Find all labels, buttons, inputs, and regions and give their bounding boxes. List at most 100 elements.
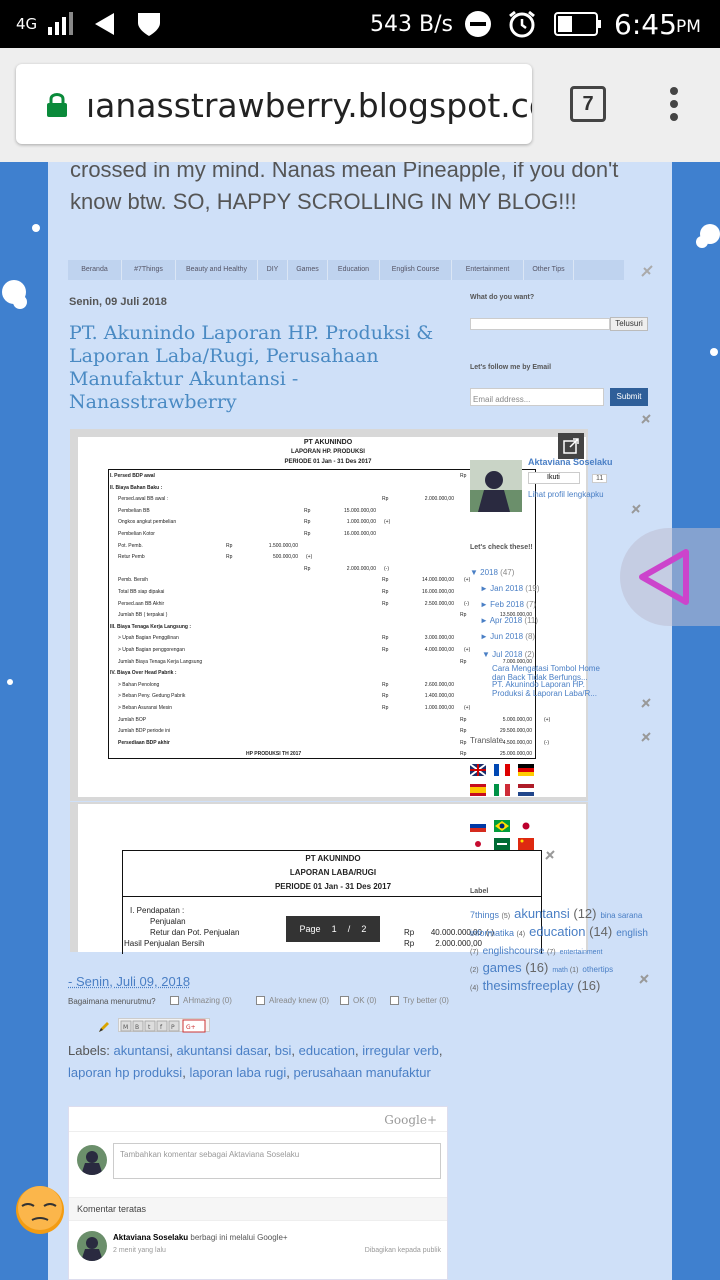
label-cloud-item[interactable]: 7things (5) (470, 910, 511, 920)
commenter-avatar[interactable] (77, 1231, 107, 1261)
tab-english-course[interactable]: English Course (380, 260, 452, 280)
label-cloud-item[interactable]: othertips (4) (470, 965, 614, 992)
search-input[interactable] (470, 318, 610, 330)
open-external-icon[interactable] (558, 433, 584, 459)
tab-entertainment[interactable]: Entertainment (452, 260, 524, 280)
email-submit-button[interactable]: Submit (610, 388, 648, 406)
labels-prefix: Labels: (68, 1043, 110, 1058)
overflow-menu-icon[interactable] (664, 86, 684, 127)
address-bar[interactable]: ıanasstrawberry.blogspot.com (16, 64, 532, 144)
profile-name[interactable]: Aktaviana Soselaku (528, 457, 613, 467)
label-cloud-item[interactable]: english (7) (470, 928, 648, 956)
label-cloud-item[interactable]: englishcourse (7) (482, 946, 556, 957)
label-cloud-item[interactable]: akuntansi (12) (514, 906, 597, 921)
reaction-option[interactable]: OK (0) (340, 996, 377, 1005)
tab-beranda[interactable]: Beranda (68, 260, 122, 280)
language-flags[interactable] (469, 762, 540, 862)
archive-label[interactable]: Feb 2018 (490, 600, 527, 609)
reaction-checkbox[interactable] (170, 996, 179, 1005)
comment-input[interactable]: Tambahkan komentar sebagai Aktaviana Sos… (113, 1143, 441, 1179)
edit-pencil-icon[interactable] (98, 1020, 110, 1038)
post-label-link[interactable]: akuntansi (113, 1043, 170, 1058)
archive-toggle-icon[interactable]: ► (480, 600, 491, 609)
post-timestamp-link[interactable]: - Senin, Juli 09, 2018 (68, 974, 191, 989)
tab-other-tips[interactable]: Other Tips (524, 260, 574, 280)
label-count: (5) (501, 913, 511, 920)
archive-label[interactable]: Apr 2018 (489, 616, 525, 625)
archive-toggle-icon[interactable]: ► (480, 632, 491, 641)
archive-toggle-icon[interactable]: ► (480, 584, 491, 593)
label-cloud-item[interactable]: math (1) (552, 967, 579, 974)
edit-tools-icon[interactable] (640, 412, 652, 430)
archive-label[interactable]: Jan 2018 (490, 584, 526, 593)
archive-item[interactable]: ► Jan 2018 (19) (480, 584, 540, 593)
edit-tools-icon[interactable] (544, 848, 556, 866)
reaction-checkbox[interactable] (256, 996, 265, 1005)
edit-tools-icon[interactable] (630, 502, 642, 520)
archive-item[interactable]: ► Feb 2018 (7) (480, 600, 536, 609)
post-title[interactable]: PT. Akunindo Laporan HP. Produksi & Lapo… (69, 322, 434, 413)
doc1-row-currency: Rp (460, 739, 467, 746)
post-label-link[interactable]: education (298, 1043, 355, 1058)
label-cloud-item[interactable]: education (14) (529, 924, 613, 939)
label-cloud-item[interactable]: entertainment (559, 949, 603, 956)
commenter-name[interactable]: Aktaviana Soselaku (113, 1233, 189, 1242)
doc1-row-label: Jumlah BB ( terpakai ) (118, 612, 168, 619)
tab-7things[interactable]: #7Things (122, 260, 176, 280)
reaction-option[interactable]: Already knew (0) (256, 996, 329, 1005)
doc1-row-currency: Rp (460, 728, 467, 735)
post-label-link[interactable]: bsi (274, 1043, 292, 1058)
reaction-option[interactable]: AHmazing (0) (170, 996, 232, 1005)
tab-beauty[interactable]: Beauty and Healthy (176, 260, 258, 280)
email-input[interactable]: Email address... (470, 388, 604, 406)
archive-toggle-icon[interactable]: ▼ (470, 568, 481, 577)
post-label-link[interactable]: laporan hp produksi (68, 1065, 183, 1080)
blog-nav-tabs: Beranda #7Things Beauty and Healthy DIY … (68, 260, 624, 280)
battery-icon (554, 0, 602, 48)
doc1-row-sign: (+) (544, 716, 551, 723)
archive-toggle-icon[interactable]: ► (480, 616, 490, 625)
post-label-link[interactable]: akuntansi dasar (176, 1043, 268, 1058)
label-cloud-item[interactable]: games (16) (482, 960, 549, 975)
archive-count: (8) (525, 632, 536, 641)
archive-item[interactable]: ► Apr 2018 (11) (480, 616, 538, 625)
archive-post-link[interactable]: Cara Mengatasi Tombol Home dan Back Tida… (492, 664, 600, 682)
reaction-checkbox[interactable] (390, 996, 399, 1005)
label-cloud-item[interactable]: thesimsfreeplay (16) (482, 978, 601, 993)
archive-item[interactable]: ▼ 2018 (47) (470, 568, 514, 577)
archive-toggle-icon[interactable]: ▼ (482, 650, 493, 659)
edit-tools-icon[interactable] (638, 972, 650, 990)
post-label-link[interactable]: perusahaan manufaktur (293, 1065, 431, 1080)
tab-diy[interactable]: DIY (258, 260, 288, 280)
doc1-row-value: 25.000.000,00 (500, 751, 532, 758)
tab-education[interactable]: Education (328, 260, 380, 280)
tab-switcher-button[interactable]: 7 (570, 86, 606, 122)
archive-label[interactable]: Jul 2018 (492, 650, 525, 659)
post-label-link[interactable]: laporan laba rugi (189, 1065, 287, 1080)
profile-avatar[interactable] (470, 460, 522, 512)
doc1-company: PT AKUNINDO (303, 439, 353, 446)
edit-tools-icon[interactable] (640, 696, 652, 714)
doc1-row-currency: Rp (304, 507, 311, 514)
label-cloud-item[interactable]: bina sarana (600, 911, 643, 920)
edit-tools-icon[interactable] (640, 264, 654, 283)
search-button[interactable]: Telusuri (610, 317, 648, 331)
tab-games[interactable]: Games (288, 260, 328, 280)
archive-label[interactable]: 2018 (480, 568, 501, 577)
post-label-link[interactable]: irregular verb (362, 1043, 439, 1058)
follow-button[interactable]: Ikuti (528, 472, 580, 484)
reaction-checkbox[interactable] (340, 996, 349, 1005)
emoji-widget[interactable] (8, 1176, 68, 1238)
profile-link[interactable]: Lihat profil lengkapku (528, 490, 604, 499)
archive-item[interactable]: ► Jun 2018 (8) (480, 632, 535, 641)
archive-item[interactable]: ▼ Jul 2018 (2) (482, 650, 534, 659)
label-cloud-item[interactable]: informatika (4) (470, 928, 526, 938)
doc1-row-value: 1.000.000,00 (346, 519, 376, 526)
edit-tools-icon[interactable] (640, 730, 652, 748)
archive-post-link[interactable]: PT. Akunindo Laporan HP. Produksi & Lapo… (492, 680, 597, 698)
doc1-row-value: 2.500.000,00 (424, 600, 454, 607)
archive-label[interactable]: Jun 2018 (490, 632, 526, 641)
reaction-option[interactable]: Try better (0) (390, 996, 449, 1005)
floating-play-button[interactable] (620, 528, 720, 626)
